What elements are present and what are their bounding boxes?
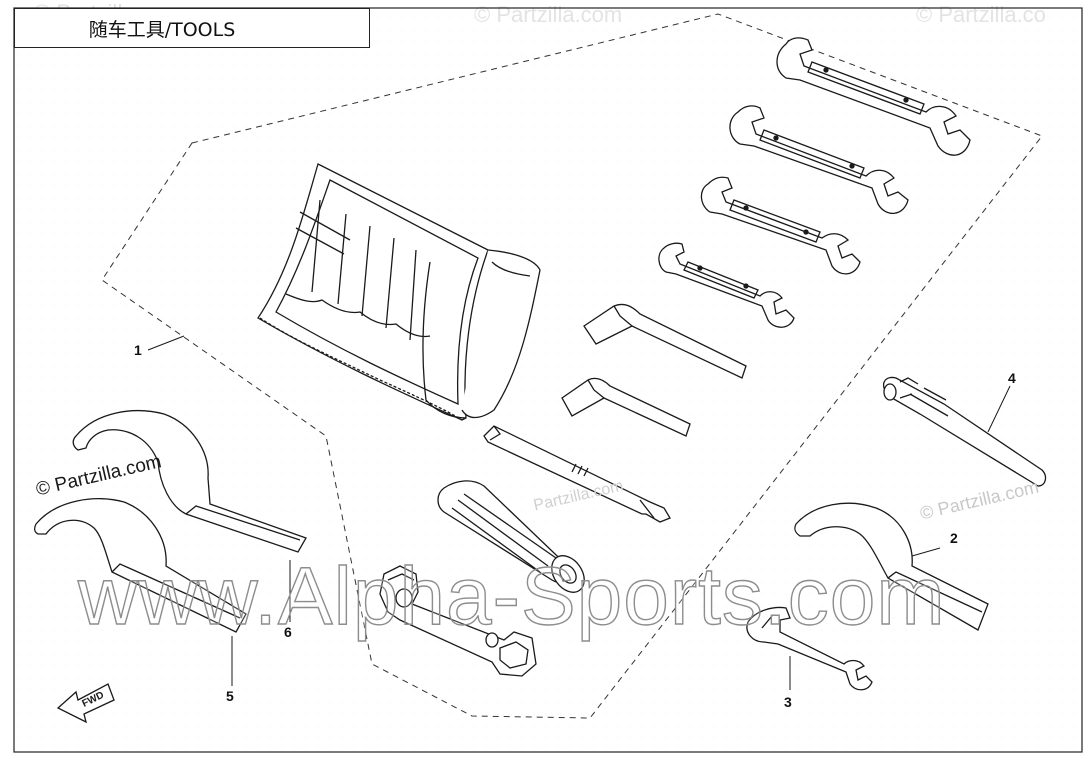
hook-spanner-wrench-2 bbox=[794, 502, 989, 631]
fwd-arrow-icon bbox=[56, 683, 115, 724]
leader-1 bbox=[147, 335, 185, 351]
callout-5: 5 bbox=[226, 688, 234, 704]
spark-plug-socket-wrench bbox=[379, 565, 537, 677]
callout-1: 1 bbox=[134, 342, 142, 358]
hook-spanner-wrench-6 bbox=[72, 410, 307, 553]
page-title: 随车工具/TOOLS bbox=[88, 18, 236, 41]
callout-6: 6 bbox=[284, 624, 292, 640]
leader-2 bbox=[911, 547, 941, 557]
hook-spanner-wrench-5 bbox=[34, 498, 247, 633]
tool-roll-bag bbox=[257, 163, 541, 421]
leader-lines bbox=[147, 335, 1011, 690]
hex-key-large bbox=[583, 303, 747, 379]
open-end-wrench-middle bbox=[700, 176, 861, 275]
open-end-wrench-large bbox=[776, 37, 971, 156]
extension-bar-4 bbox=[882, 376, 1047, 487]
tool-kit-group-outline bbox=[101, 13, 1043, 719]
callout-4: 4 bbox=[1008, 370, 1016, 386]
hex-key-small bbox=[561, 377, 691, 437]
screwdriver-shaft bbox=[483, 425, 671, 523]
leader-4 bbox=[987, 385, 1011, 433]
open-end-wrench-3 bbox=[746, 606, 873, 691]
screwdriver-handle bbox=[437, 480, 585, 593]
watermark-alpha-sports: www.Alpha-Sports.com bbox=[77, 550, 946, 642]
callout-3: 3 bbox=[784, 694, 792, 710]
open-end-wrench-small bbox=[658, 242, 795, 328]
open-end-wrench-upper bbox=[729, 105, 909, 214]
callout-2: 2 bbox=[950, 530, 958, 546]
title-box: 随车工具/TOOLS bbox=[14, 8, 370, 48]
